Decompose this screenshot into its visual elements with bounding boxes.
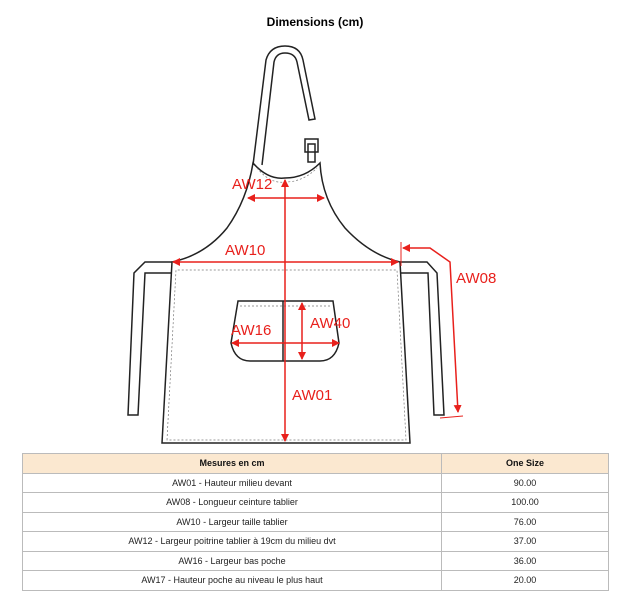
aw08-arrow xyxy=(402,244,462,413)
measure-name: AW17 - Hauteur poche au niveau le plus h… xyxy=(22,570,442,591)
measure-value: 100.00 xyxy=(441,492,609,513)
label-aw40: AW40 xyxy=(310,315,350,332)
apron-diagram: AW12 AW10 AW08 AW16 AW40 AW01 xyxy=(127,45,496,444)
label-aw08: AW08 xyxy=(456,270,496,287)
measure-value: 90.00 xyxy=(441,472,609,493)
measure-value: 37.00 xyxy=(441,531,609,552)
table-header: Mesures en cm One Size xyxy=(22,453,609,474)
label-aw10: AW10 xyxy=(225,242,265,259)
measure-name: AW10 - Largeur taille tablier xyxy=(22,511,442,532)
measure-name: AW08 - Longueur ceinture tablier xyxy=(22,492,442,513)
measure-value: 20.00 xyxy=(441,570,609,591)
page-title: Dimensions (cm) xyxy=(266,15,364,29)
size-table: Mesures en cm One Size AW01 - Hauteur mi… xyxy=(22,453,609,591)
header-measures: Mesures en cm xyxy=(22,453,442,474)
measure-value: 36.00 xyxy=(441,550,609,571)
apron-outline xyxy=(127,45,445,444)
measure-name: AW12 - Largeur poitrine tablier à 19cm d… xyxy=(22,531,442,552)
label-aw16: AW16 xyxy=(231,322,271,339)
measure-name: AW01 - Hauteur milieu devant xyxy=(22,472,442,493)
measure-name: AW16 - Largeur bas poche xyxy=(22,550,442,571)
header-one-size: One Size xyxy=(441,453,609,474)
table-row: AW12 - Largeur poitrine tablier à 19cm d… xyxy=(22,531,609,552)
label-aw12: AW12 xyxy=(232,176,272,193)
table-row: AW17 - Hauteur poche au niveau le plus h… xyxy=(22,570,609,591)
dimension-arrows xyxy=(172,179,464,442)
label-aw01: AW01 xyxy=(292,387,332,404)
stitching xyxy=(166,167,407,441)
measure-value: 76.00 xyxy=(441,511,609,532)
